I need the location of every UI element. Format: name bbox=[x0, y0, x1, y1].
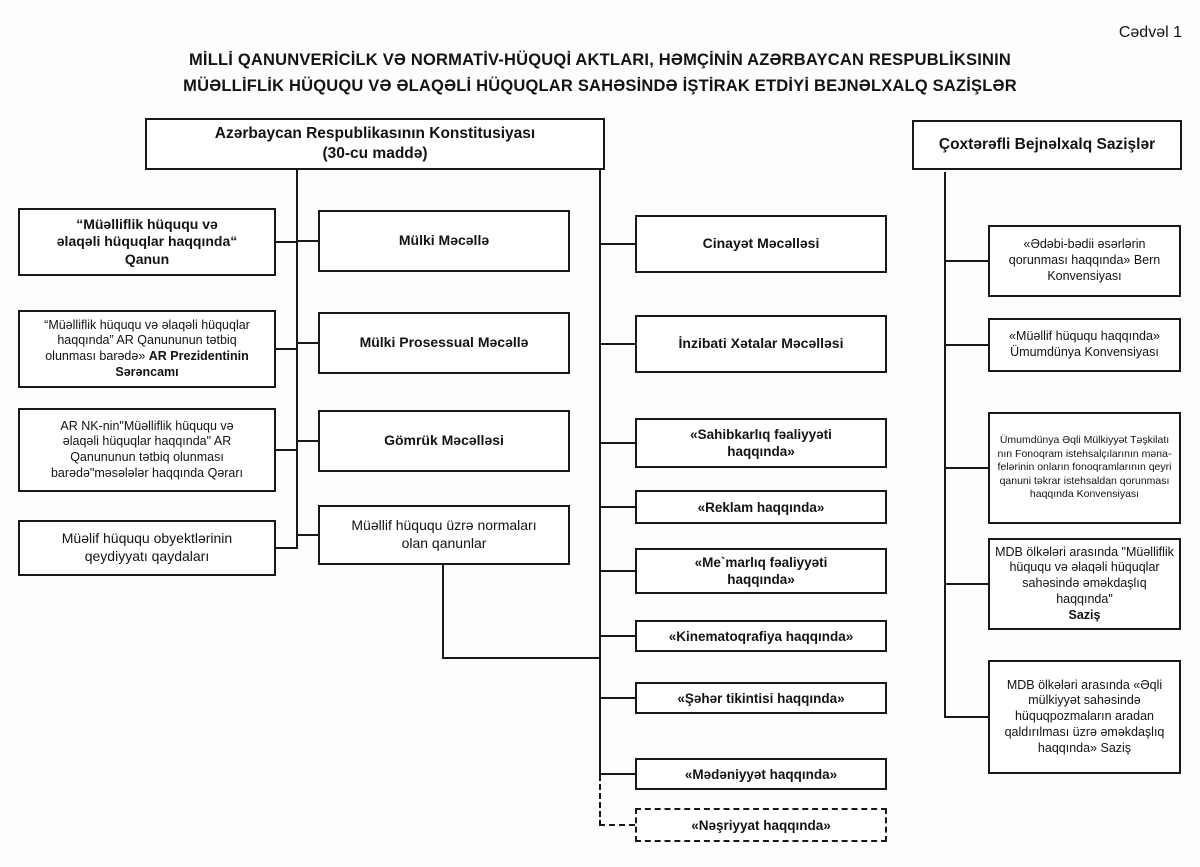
connector-stub bbox=[297, 342, 318, 344]
connector-stub bbox=[600, 635, 635, 637]
connector-stub bbox=[600, 243, 635, 245]
publishing-law-box: «Nəşriyyat haqqında» bbox=[635, 808, 887, 842]
customs-code-box: Gömrük Məcəlləsi bbox=[318, 410, 570, 472]
civil-procedure-code-box: Mülki Prosessual Məcəllə bbox=[318, 312, 570, 374]
bern-convention-box: «Ədəbi-bədii əsərlərin qorunması haqqınd… bbox=[988, 225, 1181, 297]
cis-copyright-agreement-regular-text: MDB ölkələri arasında "Müəlliflik hüququ… bbox=[995, 544, 1174, 606]
cis-copyright-agreement-bold-text: Saziş bbox=[1068, 607, 1101, 622]
connector-middle-spine bbox=[599, 170, 601, 775]
connector-stub bbox=[600, 570, 635, 572]
culture-law-box: «Mədəniyyət haqqında» bbox=[635, 758, 887, 790]
urban-construction-law-box: «Şəhər tikintisi haqqında» bbox=[635, 682, 887, 714]
connector-dashed-stub bbox=[599, 824, 635, 826]
architecture-law-box: «Me`marlıq fəaliyyəti haqqında» bbox=[635, 548, 887, 594]
presidential-decree-regular-text: “Müəlliflik hüququ və əlaqəli hüquqlar h… bbox=[44, 317, 250, 364]
international-agreements-header-box: Çoxtərəfli Bejnəlxalq Sazişlər bbox=[912, 120, 1182, 170]
criminal-code-box: Cinayət Məcəlləsi bbox=[635, 215, 887, 273]
connector-left-spine bbox=[296, 170, 298, 549]
connector-right-spine bbox=[944, 172, 946, 718]
cinematography-law-box: «Kinematoqrafiya haqqında» bbox=[635, 620, 887, 652]
connector-stub bbox=[276, 241, 297, 243]
connector-stub bbox=[945, 467, 988, 469]
diagram-title: MİLLİ QANUNVERİCİLK VƏ NORMATİV-HÜQUQİ A… bbox=[183, 51, 1017, 95]
connector-stub bbox=[276, 449, 297, 451]
connector-norm-laws-vertical bbox=[442, 565, 444, 659]
connector-stub bbox=[945, 583, 988, 585]
copyright-law-box: “Müəlliflik hüququ və əlaqəli hüquqlar h… bbox=[18, 208, 276, 276]
civil-code-box: Mülki Məcəllə bbox=[318, 210, 570, 272]
presidential-decree-bold-text: AR Prezidentinin Sərəncamı bbox=[115, 349, 249, 379]
connector-stub bbox=[945, 260, 988, 262]
copyright-norm-laws-box: Müəllif hüququ üzrə normaları olan qanun… bbox=[318, 505, 570, 565]
registration-rules-box: Müəlif hüququ obyektlərinin qeydiyyatı q… bbox=[18, 520, 276, 576]
connector-stub bbox=[600, 697, 635, 699]
connector-dashed-vertical bbox=[599, 775, 601, 826]
cis-copyright-agreement-box: MDB ölkələri arasında "Müəlliflik hüququ… bbox=[988, 538, 1181, 630]
constitution-box: Azərbaycan Respublikasının Konstitusiyas… bbox=[145, 118, 605, 170]
connector-stub bbox=[600, 506, 635, 508]
connector-stub bbox=[276, 348, 297, 350]
presidential-decree-text: “Müəlliflik hüququ və əlaqəli hüquqlar h… bbox=[25, 318, 269, 381]
phonogram-convention-box: Ümumdünya Əqli Mülkiyyət Təşkilatı nın F… bbox=[988, 412, 1181, 524]
connector-norm-laws-horizontal bbox=[442, 657, 601, 659]
connector-stub bbox=[600, 343, 635, 345]
cabinet-decision-box: AR NK-nin"Müəlliflik hüququ və əlaqəli h… bbox=[18, 408, 276, 492]
presidential-decree-box: “Müəlliflik hüququ və əlaqəli hüquqlar h… bbox=[18, 310, 276, 388]
connector-stub bbox=[945, 344, 988, 346]
cis-copyright-agreement-text: MDB ölkələri arasında "Müəlliflik hüququ… bbox=[995, 545, 1174, 624]
administrative-offences-code-box: İnzibati Xətalar Məcəlləsi bbox=[635, 315, 887, 373]
advertising-law-box: «Reklam haqqında» bbox=[635, 490, 887, 524]
connector-stub bbox=[945, 716, 988, 718]
connector-stub bbox=[297, 440, 318, 442]
connector-stub bbox=[600, 773, 635, 775]
table-number-label: Cədvəl 1 bbox=[1118, 24, 1182, 41]
connector-stub bbox=[297, 534, 318, 536]
entrepreneurship-law-box: «Sahibkarlıq fəaliyyəti haqqında» bbox=[635, 418, 887, 468]
connector-stub bbox=[276, 547, 297, 549]
connector-stub bbox=[600, 442, 635, 444]
universal-copyright-convention-box: «Müəllif hüququ haqqında» Ümumdünya Konv… bbox=[988, 318, 1181, 372]
connector-stub bbox=[297, 240, 318, 242]
cis-ip-agreement-box: MDB ölkələri arasında «Əqli mülkiyyət sa… bbox=[988, 660, 1181, 774]
